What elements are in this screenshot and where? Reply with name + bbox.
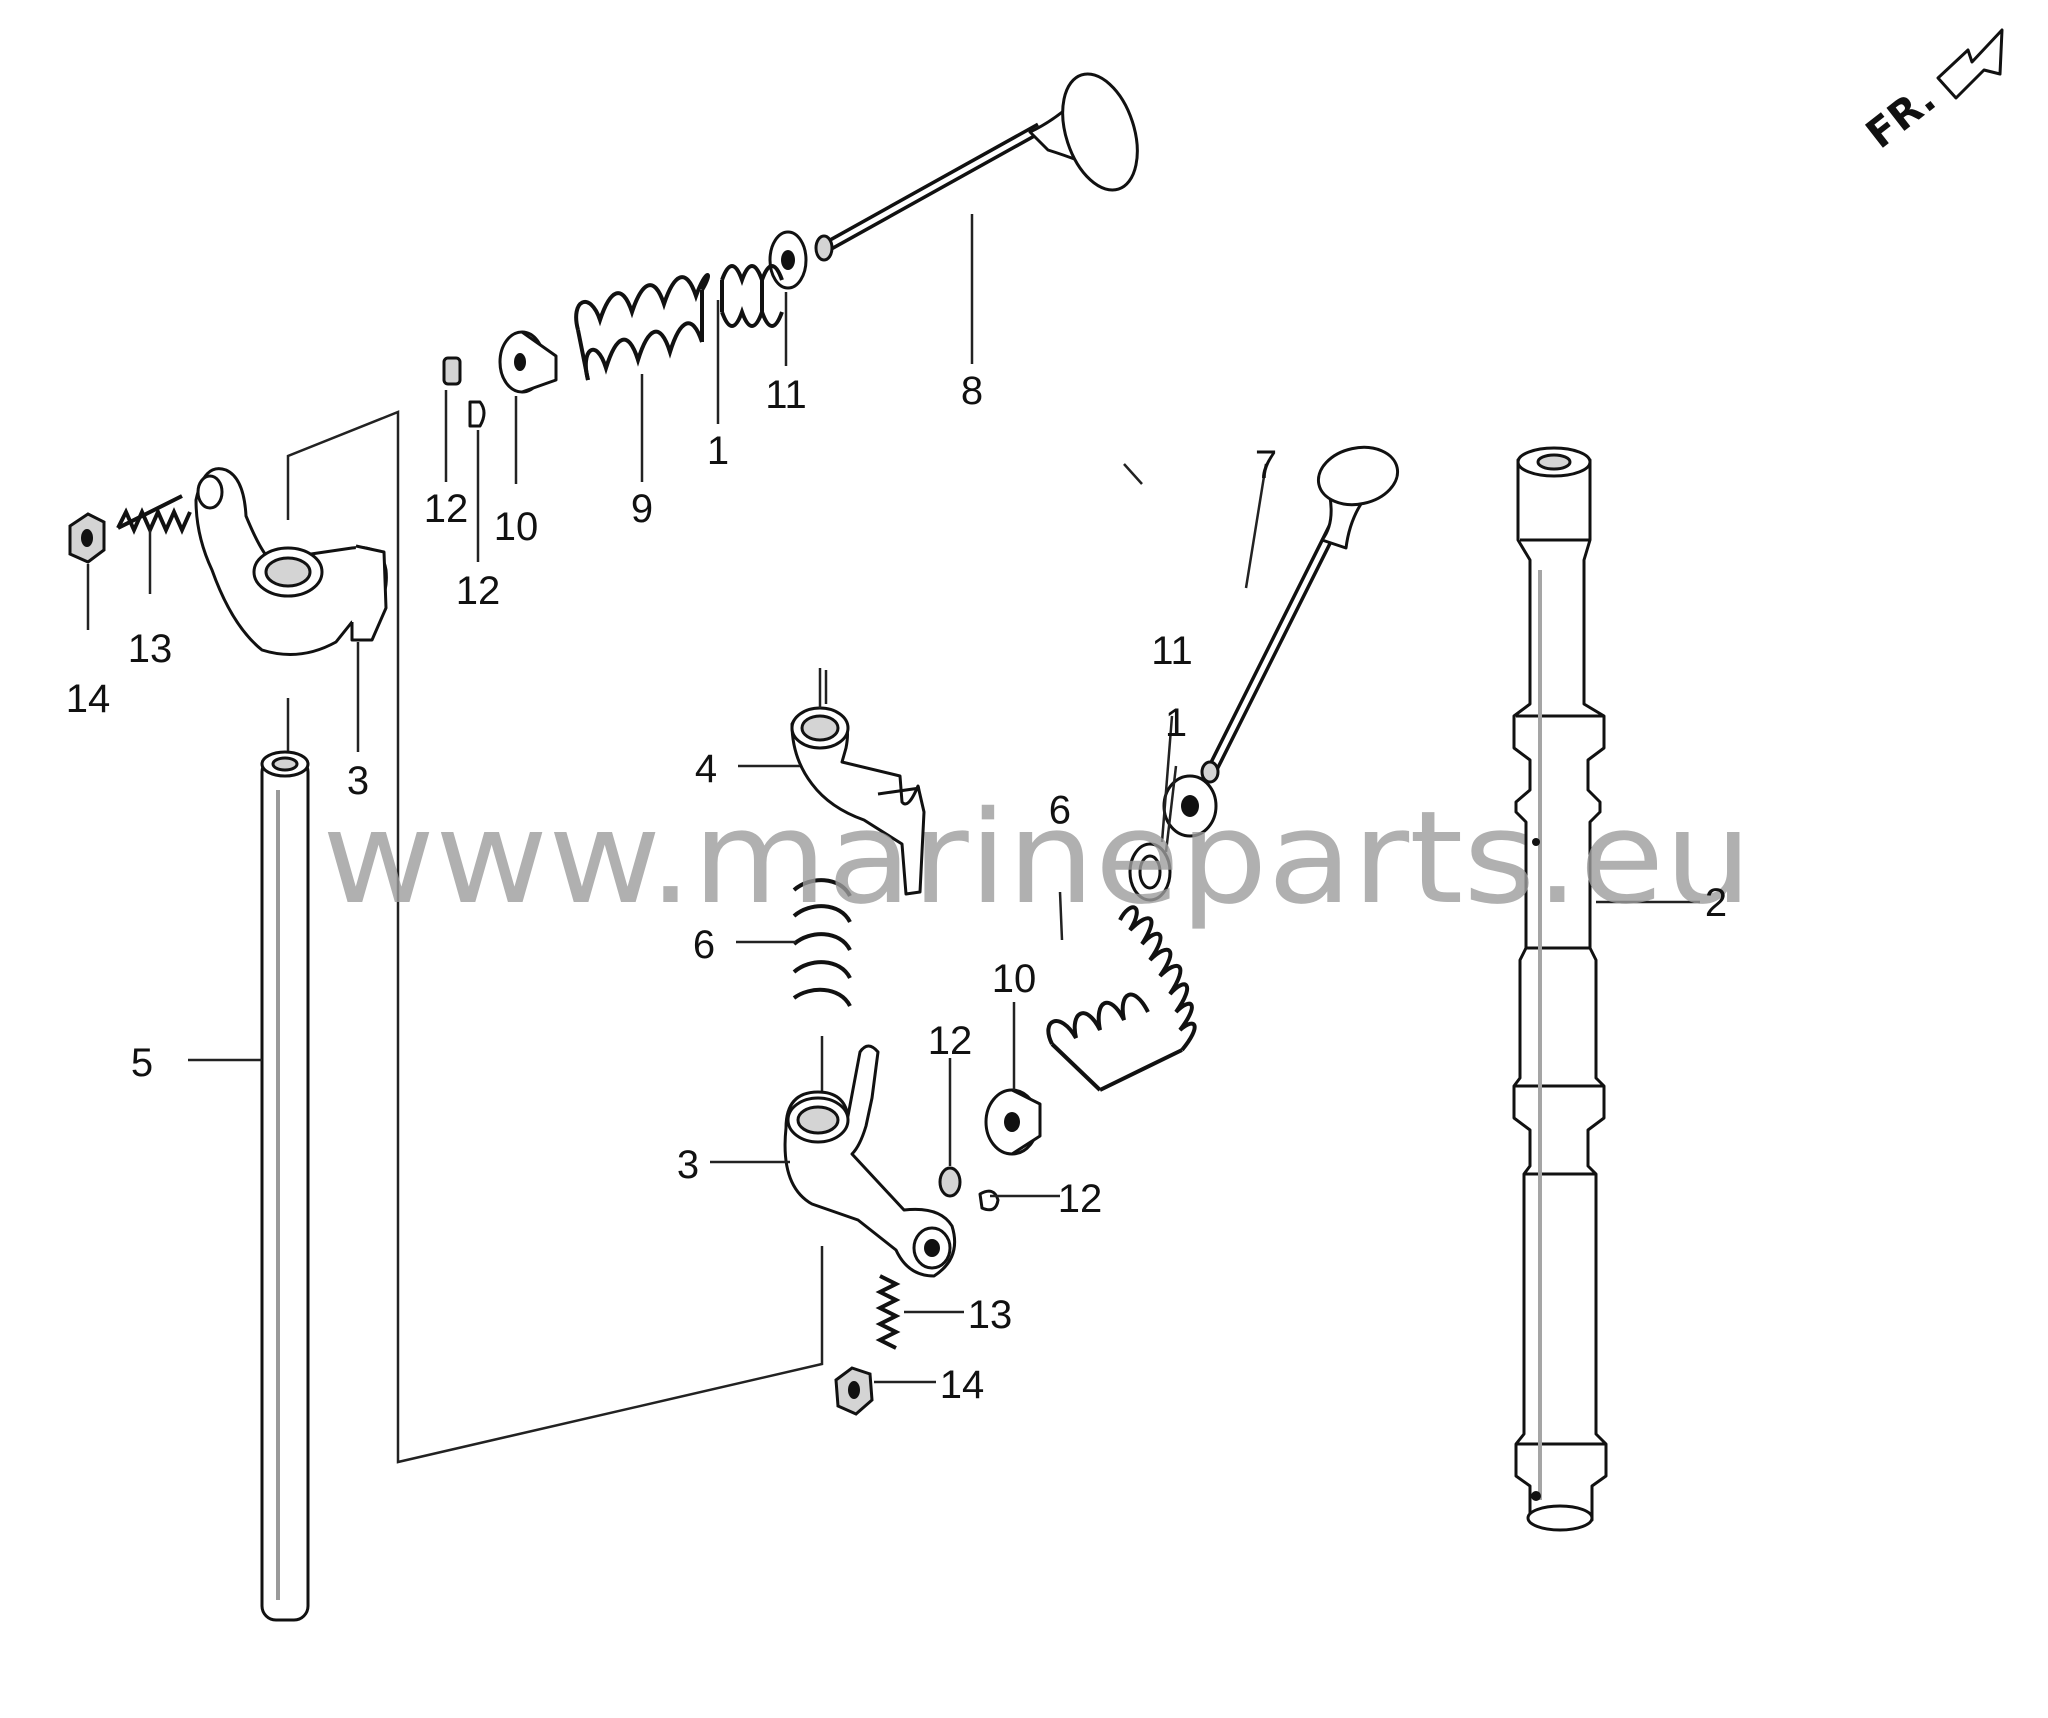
valve-cotters-top: [442, 356, 486, 428]
rocker-shaft: [260, 750, 310, 1622]
callout-12-top-a: 12: [424, 487, 469, 531]
spring-retainer-top: [498, 330, 558, 394]
callout-12-top-b: 12: [456, 569, 501, 613]
valve-top: [814, 72, 1139, 262]
callout-4: 4: [695, 747, 717, 791]
callout-11-right: 11: [1151, 629, 1193, 673]
callout-2: 2: [1705, 881, 1727, 925]
rocker-spring-center: [792, 878, 852, 1008]
callout-14-top: 14: [66, 677, 111, 721]
callout-14-lower: 14: [940, 1363, 985, 1407]
lock-nut-lower: [834, 1366, 874, 1416]
callout-11-top: 11: [765, 373, 807, 417]
callout-9-right: 9: [1049, 787, 1071, 831]
camshaft: [1512, 446, 1608, 1532]
callout-5: 5: [131, 1041, 153, 1085]
callout-8: 8: [961, 369, 983, 413]
rocker-arm-center: [790, 706, 926, 896]
rocker-arm-lower: [783, 1044, 957, 1278]
valve-guide-spring-top: [720, 264, 784, 328]
callout-1-right: 1: [1165, 701, 1187, 745]
callout-1-top: 1: [707, 429, 729, 473]
valve-seal-top: [768, 230, 808, 290]
callout-6: 6: [693, 923, 715, 967]
valve-guide-spring-right: [1128, 842, 1172, 902]
adjuster-screw-top: [116, 494, 192, 535]
valve-cotters-right: [938, 1166, 1000, 1212]
callout-10-top: 10: [494, 505, 539, 549]
callout-labels: 1 1 2 3 3 4 5 6 7 8 9 9 10 10 11 11 12 1…: [66, 369, 1727, 1407]
front-marker-label: FR.: [1858, 76, 1945, 158]
lock-nut-top: [68, 512, 106, 564]
callout-12-right-b: 12: [1058, 1177, 1103, 1221]
valve-spring-top: [574, 273, 711, 381]
valve-right: [1200, 445, 1400, 784]
callout-7: 7: [1255, 443, 1277, 487]
valve-seal-right: [1162, 774, 1218, 838]
spring-retainer-right: [984, 1088, 1042, 1156]
callout-10-right: 10: [992, 957, 1037, 1001]
valve-spring-right: [1046, 905, 1197, 1092]
leader-lines: [86, 214, 1700, 1384]
callout-3-lower: 3: [677, 1143, 699, 1187]
callout-13-top: 13: [128, 627, 173, 671]
rocker-arm-top: [194, 467, 388, 656]
watermark-text: www.marineparts.eu: [322, 784, 1752, 933]
callout-9-top: 9: [631, 487, 653, 531]
front-arrow-icon: [1936, 28, 2004, 100]
callout-13-lower: 13: [968, 1293, 1013, 1337]
adjuster-screw-lower: [875, 1274, 901, 1350]
callout-12-right-a: 12: [928, 1019, 973, 1063]
callout-3-top: 3: [347, 759, 369, 803]
front-direction-marker: FR.: [1858, 28, 2004, 158]
